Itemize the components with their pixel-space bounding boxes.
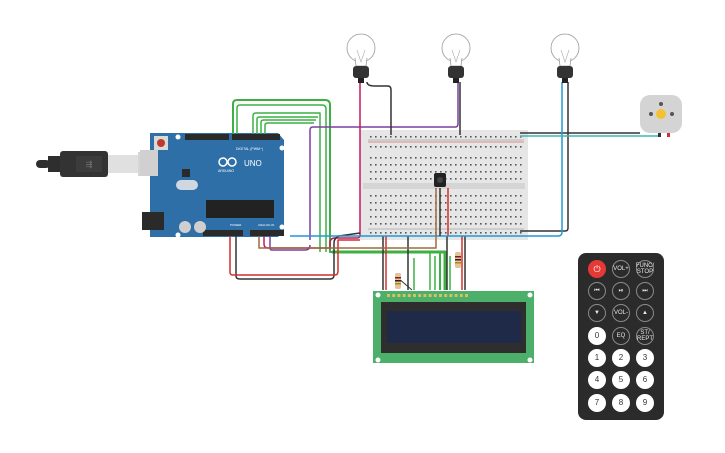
ir-receiver[interactable] [434, 173, 446, 187]
reset-button[interactable] [157, 139, 165, 147]
wire[interactable] [290, 82, 563, 237]
wire[interactable] [258, 188, 437, 249]
bulb-3[interactable] [550, 33, 580, 83]
remote-button-8[interactable]: 8 [612, 394, 630, 412]
wire[interactable] [263, 82, 361, 249]
remote-button-2[interactable]: 2 [612, 349, 630, 367]
remote-button-0[interactable]: 0 [588, 327, 606, 345]
resistor-backlight[interactable] [455, 252, 461, 268]
resistor-contrast[interactable] [395, 273, 401, 289]
remote-button-6[interactable]: 6 [636, 371, 654, 389]
remote-button-down[interactable]: ▼ [588, 304, 606, 322]
remote-button-7[interactable]: 7 [588, 394, 606, 412]
wire[interactable] [260, 119, 316, 134]
wires [229, 81, 658, 291]
power-header-label: POWER [230, 223, 242, 227]
remote-button-5[interactable]: 5 [612, 371, 630, 389]
remote-button-vol-minus[interactable]: VOL- [612, 304, 630, 322]
bulb-2[interactable] [441, 33, 471, 83]
wire[interactable] [264, 122, 314, 134]
bulb-1[interactable] [346, 33, 376, 83]
wire[interactable] [332, 250, 447, 290]
remote-button-1[interactable]: 1 [588, 349, 606, 367]
remote-button-vol-plus[interactable]: VOL+ [612, 260, 630, 278]
remote-button-func-stop[interactable]: FUNC/ STOP [636, 260, 654, 278]
wire[interactable] [252, 112, 321, 252]
wire[interactable] [256, 116, 318, 134]
arduino-uno[interactable]: ARDUINO UNO DIGITAL (PWM~) POWER ANALOG … [140, 133, 285, 238]
lcd-pins [387, 294, 468, 297]
arduino-model-label: UNO [244, 159, 262, 168]
lcd-16x2[interactable] [373, 291, 534, 363]
wire[interactable] [520, 82, 569, 232]
wire[interactable] [236, 104, 327, 252]
wire[interactable] [229, 236, 360, 276]
wire[interactable] [235, 232, 361, 280]
analog-header-label: ANALOG IN [258, 223, 274, 227]
remote-button-4[interactable]: 4 [588, 371, 606, 389]
wire[interactable] [232, 99, 441, 290]
remote-button-prev[interactable]: ⏮ [588, 282, 606, 300]
digital-header-label: DIGITAL (PWM~) [236, 147, 263, 151]
arduino-logo-icon [218, 157, 237, 167]
wire[interactable] [309, 82, 459, 240]
motor-shaft-gear-icon [656, 109, 666, 119]
breadboard-holes [370, 136, 522, 234]
dc-motor[interactable] [640, 95, 682, 137]
remote-button-9[interactable]: 9 [636, 394, 654, 412]
remote-button-eq[interactable]: EQ [612, 327, 630, 345]
remote-button-st-rept[interactable]: ST/ REPT [636, 327, 654, 345]
remote-button-up[interactable]: ▲ [636, 304, 654, 322]
remote-button-play-pause[interactable]: ⏯ [612, 282, 630, 300]
remote-button-next[interactable]: ⏭ [636, 282, 654, 300]
wire[interactable] [366, 81, 392, 135]
usb-icon: ⇶ [86, 160, 93, 169]
usb-cable[interactable]: ⇶ [36, 151, 152, 177]
remote-button-power[interactable]: ⏻ [588, 260, 606, 278]
arduino-brand-label: ARDUINO [218, 169, 234, 173]
remote-button-3[interactable]: 3 [636, 349, 654, 367]
